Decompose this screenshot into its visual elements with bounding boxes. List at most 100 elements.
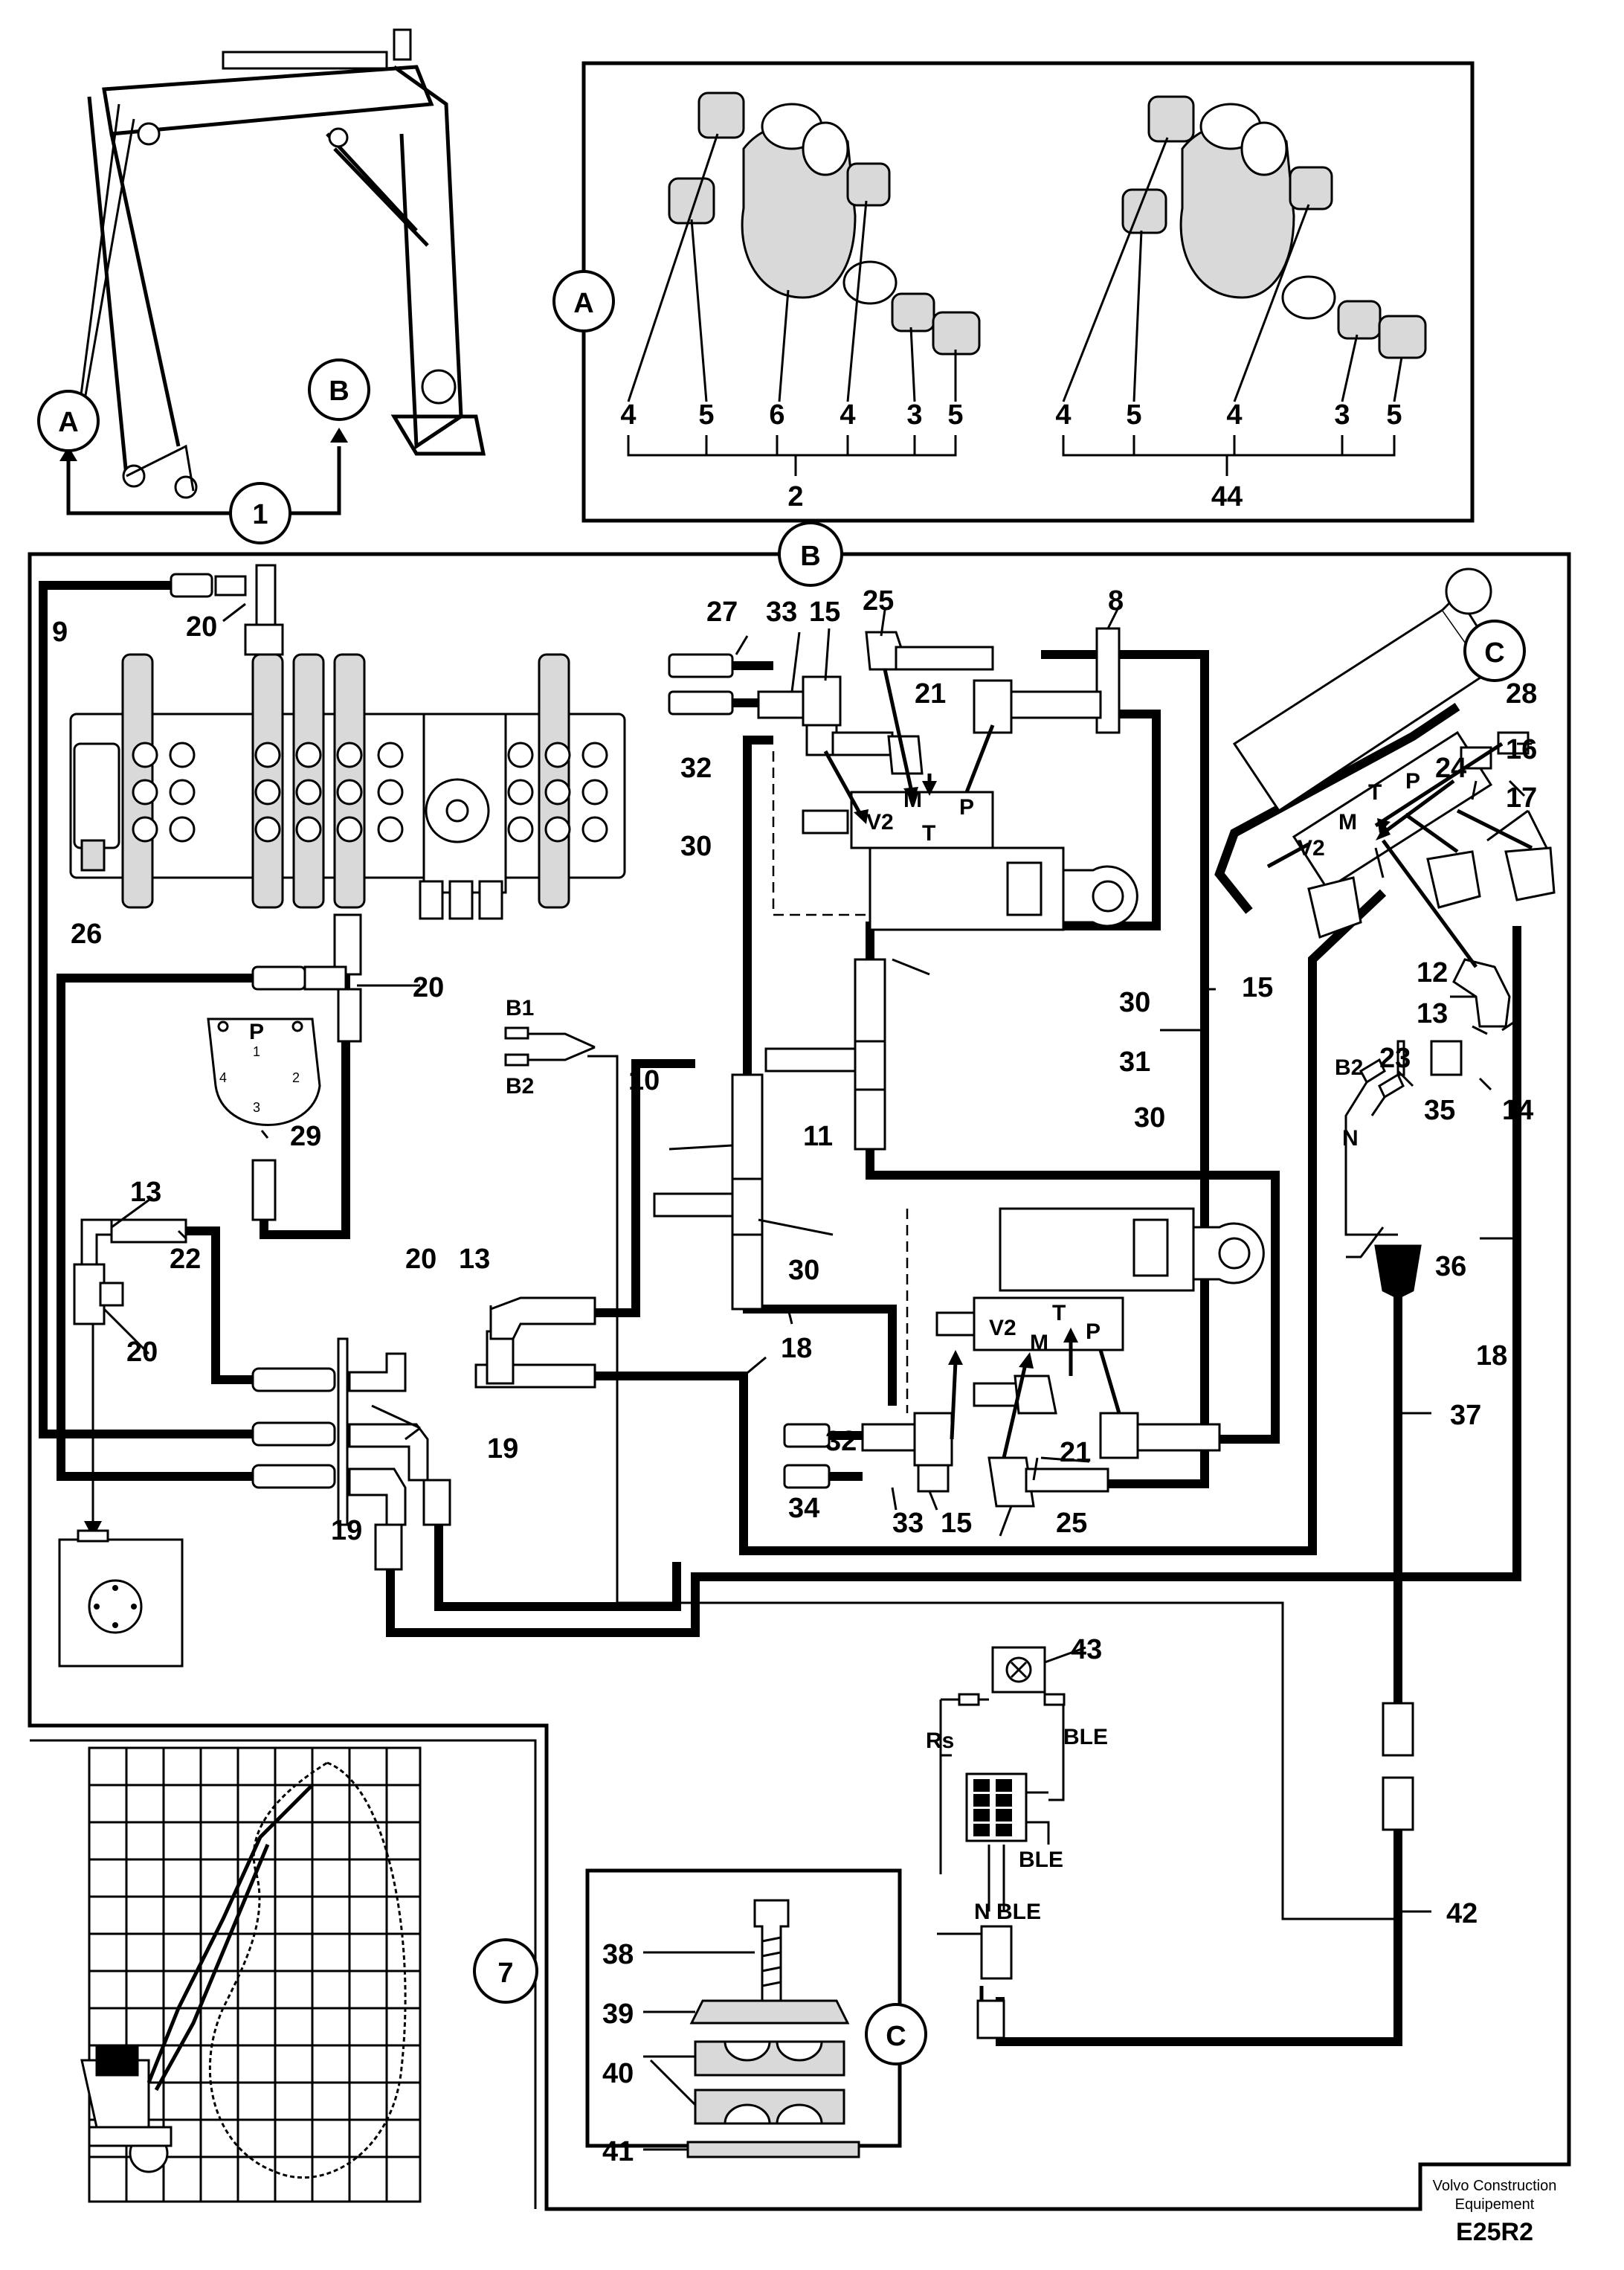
valve-ports-grid <box>132 742 608 843</box>
pn-20-center: 20 <box>405 1244 436 1275</box>
pn-32-bottom: 32 <box>825 1426 857 1457</box>
bn-l-2: 5 <box>698 399 714 431</box>
right-bushing-numbers: 4 5 4 3 5 44 <box>1055 399 1402 512</box>
pn-43: 43 <box>1071 1634 1102 1665</box>
pn-15-right: 15 <box>1242 972 1273 1003</box>
lower-port-m: M <box>1030 1331 1048 1355</box>
pn-34: 34 <box>788 1493 819 1524</box>
lower-port-v2: V2 <box>989 1316 1016 1340</box>
rotary-port-1: 1 <box>253 1044 260 1059</box>
pn-21-top: 21 <box>915 678 946 710</box>
pn-19-right: 19 <box>487 1433 518 1464</box>
pn-37: 37 <box>1450 1400 1481 1431</box>
pn-39: 39 <box>602 1999 634 2030</box>
pn-13-left: 13 <box>130 1177 161 1208</box>
pn-23: 23 <box>1379 1043 1411 1074</box>
rotary-port-3: 3 <box>253 1100 260 1115</box>
upper-port-t: T <box>922 821 935 846</box>
pn-32-top: 32 <box>680 753 712 784</box>
pn-31: 31 <box>1119 1046 1150 1078</box>
clamp-detail-panel: C <box>585 1868 927 2158</box>
rotary-port-2: 2 <box>292 1070 300 1085</box>
pn-33-bottom: 33 <box>892 1508 924 1539</box>
bushing-group-2: 2 <box>787 481 803 512</box>
callout-C-clamp-text: C <box>886 2021 906 2052</box>
pn-11: 11 <box>803 1121 833 1152</box>
switch-assembly <box>941 1646 1066 2039</box>
pn-13-right: 13 <box>1417 998 1448 1029</box>
bn-r-4: 3 <box>1334 399 1350 431</box>
pn-40: 40 <box>602 2058 634 2089</box>
bushing-set-box: A 4 5 6 4 3 5 2 <box>552 61 1475 523</box>
pn-38: 38 <box>602 1939 634 1970</box>
pn-9: 9 <box>52 617 68 648</box>
callout-1-text: 1 <box>252 499 268 530</box>
left-bushing-numbers: 4 5 6 4 3 5 2 <box>620 399 963 512</box>
pn-18-center: 18 <box>781 1333 812 1364</box>
pn-30-left: 30 <box>680 831 712 862</box>
callout-B-top <box>308 358 370 421</box>
callout-B-text: B <box>329 376 349 407</box>
pn-24: 24 <box>1435 753 1466 784</box>
pn-20-top: 20 <box>186 611 217 643</box>
bn-l-1: 4 <box>620 399 636 431</box>
pn-25-bottom: 25 <box>1056 1508 1087 1539</box>
pn-15-top: 15 <box>809 597 840 628</box>
lower-port-t: T <box>1052 1301 1066 1325</box>
cyl-port-t: T <box>1368 780 1382 805</box>
pn-17: 17 <box>1506 782 1537 814</box>
bn-r-3: 4 <box>1226 399 1242 431</box>
lower-port-p: P <box>1086 1319 1101 1344</box>
b1-b2-connector: B1 B2 <box>504 996 534 1099</box>
pn-25-top: 25 <box>863 585 894 617</box>
cyl-port-p: P <box>1405 769 1420 794</box>
pn-33-top: 33 <box>766 597 797 628</box>
pn-12: 12 <box>1417 957 1448 988</box>
fittings <box>73 564 1121 1571</box>
bn-l-3: 6 <box>769 399 784 431</box>
switch-labels: Rs BLE BLE N BLE <box>926 1725 1108 1924</box>
footer: Volvo Construction Equipement E25R2 <box>1433 2178 1557 2246</box>
rotary-port-p: P <box>249 1020 264 1044</box>
pn-20-mid: 20 <box>413 972 444 1003</box>
hoses <box>39 581 1521 2046</box>
bn-r-2: 5 <box>1126 399 1141 431</box>
pn-27: 27 <box>706 597 738 628</box>
pn-30-right: 30 <box>1119 987 1150 1018</box>
bn-l-4: 4 <box>840 399 855 431</box>
bn-r-5: 5 <box>1386 399 1402 431</box>
pn-18-right: 18 <box>1476 1340 1507 1372</box>
pn-21-bottom: 21 <box>1060 1437 1091 1468</box>
footer-maker-1: Volvo Construction <box>1433 2178 1557 2194</box>
rotary-port-4: 4 <box>219 1070 227 1085</box>
callout-A-top <box>37 390 100 452</box>
pn-8: 8 <box>1108 585 1124 617</box>
label-b2: B2 <box>506 1074 534 1099</box>
pn-30-lower: 30 <box>1134 1102 1165 1134</box>
footer-code: E25R2 <box>1456 2218 1533 2246</box>
upper-port-p: P <box>959 795 974 820</box>
control-valve-block <box>69 653 626 920</box>
pn-30-center: 30 <box>788 1255 819 1286</box>
pn-36: 36 <box>1435 1251 1466 1282</box>
part-numbers: 20 9 26 20 29 13 22 20 20 13 19 19 10 11… <box>52 585 1548 2167</box>
bn-r-1: 4 <box>1055 399 1071 431</box>
label-n-right: N <box>1342 1126 1359 1151</box>
callout-C-cyl-text: C <box>1484 637 1504 669</box>
pn-19-bottom: 19 <box>331 1515 362 1546</box>
bn-l-5: 3 <box>906 399 922 431</box>
pn-10: 10 <box>628 1065 660 1096</box>
pn-13-center: 13 <box>459 1244 490 1275</box>
pn-22: 22 <box>170 1244 201 1275</box>
label-b2-right: B2 <box>1335 1055 1363 1080</box>
pn-28: 28 <box>1506 678 1537 710</box>
label-ble-3: BLE <box>996 1900 1041 1924</box>
callout-1 <box>229 482 291 544</box>
pn-14: 14 <box>1502 1095 1533 1126</box>
lower-hammer-valve: V2 M T P <box>783 1207 1265 1508</box>
label-rs: Rs <box>926 1729 954 1753</box>
label-ble-2: BLE <box>1019 1848 1063 1872</box>
pn-42: 42 <box>1446 1898 1478 1929</box>
label-ble-1: BLE <box>1063 1725 1108 1749</box>
callout-B-frame-text: B <box>800 541 820 572</box>
